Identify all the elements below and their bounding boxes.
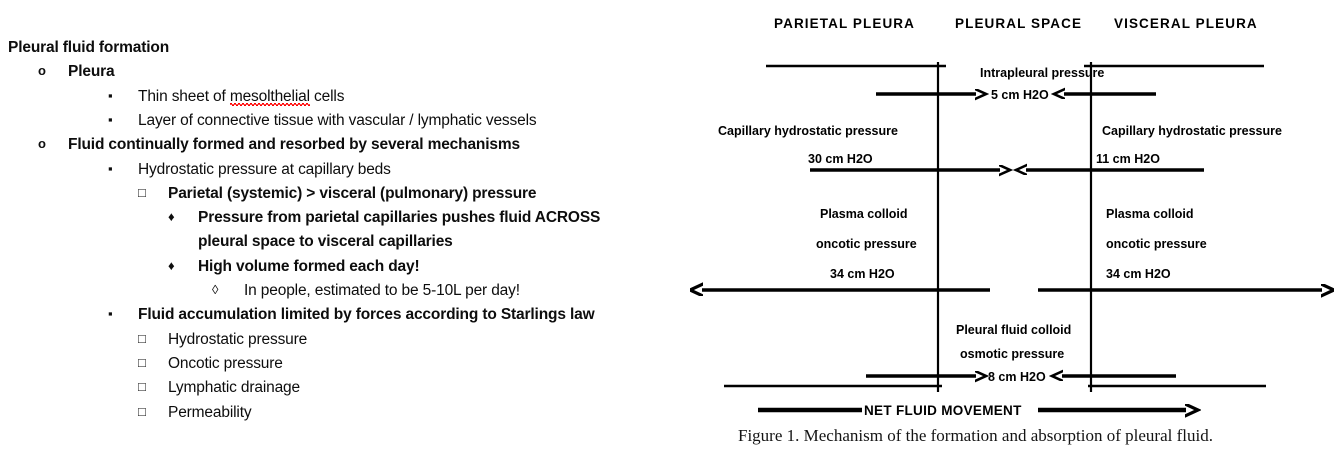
membrane-bottom-right — [1088, 384, 1266, 395]
outline-item: □ Permeability — [138, 403, 252, 421]
outline-item: ◊ In people, estimated to be 5-10L per da… — [212, 282, 520, 299]
outline-item-label: In people, estimated to be 5-10L per day… — [244, 282, 520, 299]
label-cap-hydrostatic-right-title: Capillary hydrostatic pressure — [1102, 124, 1282, 138]
pleural-fluid-diagram: PARIETAL PLEURA PLEURAL SPACE VISCERAL P… — [690, 16, 1334, 424]
outline-item: ▪ Thin sheet of mesolthelial cells — [108, 87, 345, 105]
outline-item-label: Fluid accumulation limited by forces acc… — [138, 306, 595, 324]
bullet-hollow-square-icon: □ — [138, 330, 146, 346]
outline-item-label: Pleura — [68, 63, 115, 81]
pleural-wall-right — [1083, 62, 1093, 392]
outline-item-label: Hydrostatic pressure at capillary beds — [138, 160, 391, 178]
bullet-hollow-square-icon: □ — [138, 403, 146, 419]
bullet-filled-square-icon: ▪ — [108, 111, 113, 127]
outline-item-label: Fluid continually formed and resorbed by… — [68, 136, 520, 154]
bullet-filled-square-icon: ▪ — [108, 160, 113, 176]
label-cap-hydrostatic-left-title: Capillary hydrostatic pressure — [718, 124, 898, 138]
outline-item-label: High volume formed each day! — [198, 257, 420, 275]
label-cap-hydrostatic-right-value: 11 cm H2O — [1096, 152, 1160, 166]
outline-item: ▪ Fluid accumulation limited by forces ac… — [108, 306, 595, 324]
label-colloid-left-line2: oncotic pressure — [816, 237, 917, 251]
outline-item-label: Layer of connective tissue with vascular… — [138, 111, 537, 129]
header-visceral-pleura: VISCERAL PLEURA — [1114, 16, 1258, 31]
bullet-hollow-circle-icon: o — [38, 63, 46, 79]
outline-item: □ Lymphatic drainage — [138, 379, 301, 397]
bullet-hollow-square-icon: □ — [138, 354, 146, 370]
outline-item-label: pleural space to visceral capillaries — [198, 233, 453, 251]
outline-item: Pleural fluid formation — [8, 39, 170, 56]
label-intrapleural-pressure-title: Intrapleural pressure — [980, 66, 1104, 80]
outline-item-label: Hydrostatic pressure — [168, 330, 308, 348]
outline-item: ♦ Pressure from parietal capillaries push… — [168, 209, 601, 227]
outline-item: □ Hydrostatic pressure — [138, 330, 308, 348]
outline-item: □ Oncotic pressure — [138, 354, 283, 372]
bullet-filled-square-icon: ▪ — [108, 306, 113, 322]
outline-item-label: Lymphatic drainage — [168, 379, 301, 397]
header-parietal-pleura: PARIETAL PLEURA — [774, 16, 915, 31]
header-pleural-space: PLEURAL SPACE — [955, 16, 1082, 31]
bullet-hollow-diamond-icon: ◊ — [212, 282, 219, 297]
label-pleural-colloid-line1: Pleural fluid colloid — [956, 323, 1071, 337]
figure-caption: Figure 1. Mechanism of the formation and… — [738, 426, 1213, 445]
label-colloid-right-line1: Plasma colloid — [1106, 207, 1194, 221]
label-intrapleural-pressure-value: 5 cm H2O — [991, 88, 1049, 102]
label-pleural-colloid-value: 8 cm H2O — [988, 370, 1046, 384]
bullet-hollow-square-icon: □ — [138, 184, 146, 200]
label-net-fluid-movement: NET FLUID MOVEMENT — [864, 403, 1022, 418]
bullet-hollow-circle-icon: o — [38, 136, 46, 152]
label-colloid-right-line2: oncotic pressure — [1106, 237, 1207, 251]
membrane-top-left — [766, 57, 946, 68]
outline-item: o Pleura — [38, 63, 115, 81]
spellcheck-misspelled-word: mesolthelial — [229, 87, 310, 105]
outline-item: pleural space to visceral capillaries — [168, 233, 453, 251]
label-cap-hydrostatic-left-value: 30 cm H2O — [808, 152, 873, 166]
bullet-filled-diamond-icon: ♦ — [168, 257, 175, 273]
figure-panel: PARIETAL PLEURA PLEURAL SPACE VISCERAL P… — [690, 0, 1334, 456]
membrane-bottom-left — [724, 384, 942, 395]
outline-item: ▪ Hydrostatic pressure at capillary beds — [108, 160, 391, 178]
outline-item-label: Pleural fluid formation — [8, 39, 170, 56]
label-colloid-left-value: 34 cm H2O — [830, 267, 895, 281]
label-colloid-left-line1: Plasma colloid — [820, 207, 908, 221]
label-pleural-colloid-line2: osmotic pressure — [960, 347, 1064, 361]
outline-item-label: Pressure from parietal capillaries pushe… — [198, 209, 601, 227]
outline-item-label: Permeability — [168, 403, 252, 421]
outline-item: □ Parietal (systemic) > visceral (pulmona… — [138, 184, 537, 202]
outline-item-label: Parietal (systemic) > visceral (pulmonar… — [168, 184, 537, 202]
label-colloid-right-value: 34 cm H2O — [1106, 267, 1171, 281]
outline-item: ♦ High volume formed each day! — [168, 257, 420, 275]
outline-item-label: Thin sheet of mesolthelial cells — [138, 87, 345, 105]
bullet-filled-diamond-icon: ♦ — [168, 209, 175, 225]
outline-notes-panel: Pleural fluid formation o Pleura ▪ Thin shee… — [8, 39, 601, 421]
membrane-top-right — [1084, 57, 1264, 68]
bullet-filled-square-icon: ▪ — [108, 87, 113, 103]
outline-item: o Fluid continually formed and resorbed b… — [38, 136, 520, 154]
outline-item-label: Oncotic pressure — [168, 354, 283, 372]
outline-item: ▪ Layer of connective tissue with vascula… — [108, 111, 537, 129]
bullet-hollow-square-icon: □ — [138, 379, 146, 395]
pleural-wall-left — [936, 62, 946, 392]
